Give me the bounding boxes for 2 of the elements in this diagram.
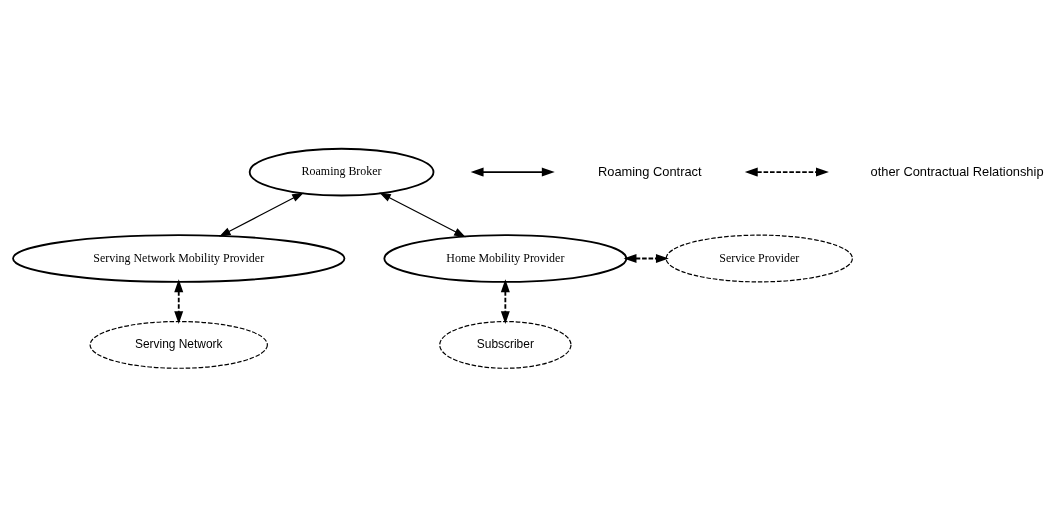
legend-label: other Contractual Relationship [870,163,1044,179]
legend-label: Roaming Contract [597,163,702,179]
